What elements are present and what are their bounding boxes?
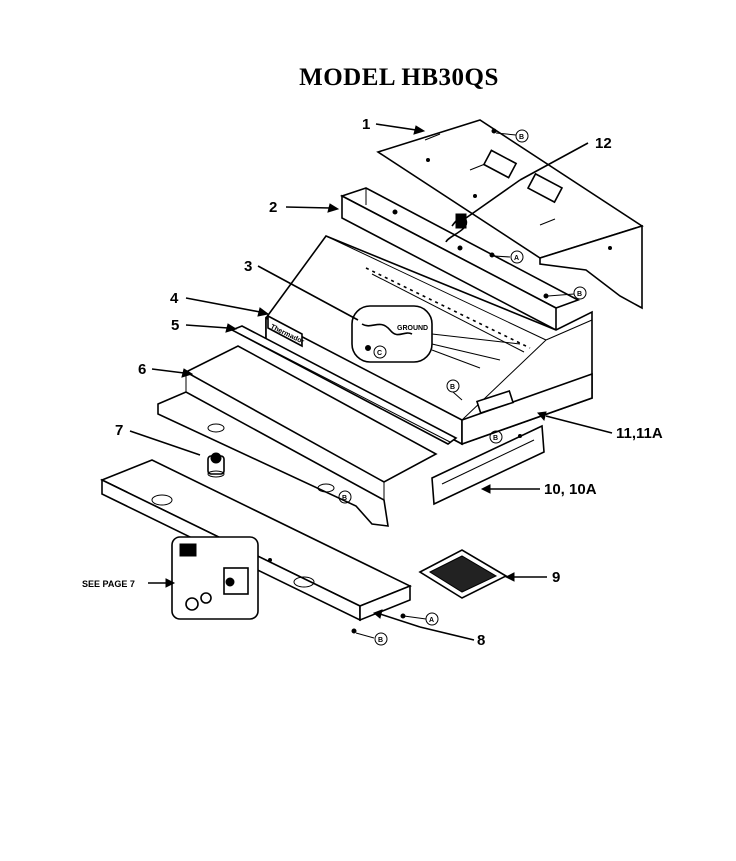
hardware-ref-b-2: B	[577, 291, 582, 298]
vent-slot-row	[365, 267, 531, 353]
ground-label: GROUND	[397, 325, 428, 332]
part-7-light-socket	[207, 452, 225, 478]
part-1-top-cover	[376, 119, 644, 310]
hardware-ref-b-6: B	[378, 637, 383, 644]
callout-11: 11,11A	[616, 425, 663, 442]
hardware-ref-b-1: B	[519, 134, 524, 141]
callout-3: 3	[244, 258, 252, 275]
diagram-title: MODEL HB30QS	[299, 64, 499, 91]
part-12-wire-harness	[445, 213, 468, 243]
hardware-ref-c: C	[377, 350, 382, 357]
switch-inset-box	[171, 536, 259, 620]
callout-8: 8	[477, 632, 485, 649]
callout-7: 7	[115, 422, 123, 439]
callout-5: 5	[171, 317, 179, 334]
leader-lines	[129, 123, 613, 641]
part-9-grease-filter	[418, 549, 508, 599]
callout-12: 12	[595, 135, 612, 152]
part-10-side-bracket	[431, 424, 545, 506]
callout-4: 4	[170, 290, 179, 307]
callout-9: 9	[552, 569, 560, 586]
hardware-ref-a-2: A	[429, 617, 434, 624]
callout-1: 1	[362, 116, 370, 133]
hardware-callouts: B A B B B B A B	[338, 128, 587, 646]
part-6-lower-panel	[157, 345, 438, 527]
hardware-ref-b-3: B	[450, 384, 455, 391]
callout-10: 10, 10A	[544, 481, 597, 498]
callout-6: 6	[138, 361, 146, 378]
callout-numbers: 1 12 2 3 4 5 6 11,11A 7 10, 10A 9 SEE PA…	[82, 116, 663, 649]
hardware-ref-b-4: B	[493, 435, 498, 442]
callout-2: 2	[269, 199, 277, 216]
part-3-wiring-detail: C GROUND	[351, 305, 521, 369]
part-5-front-rail	[230, 325, 458, 445]
see-page-7-label: SEE PAGE 7	[82, 579, 135, 589]
hardware-ref-a-1: A	[514, 255, 519, 262]
hardware-ref-b-5: B	[342, 495, 347, 502]
